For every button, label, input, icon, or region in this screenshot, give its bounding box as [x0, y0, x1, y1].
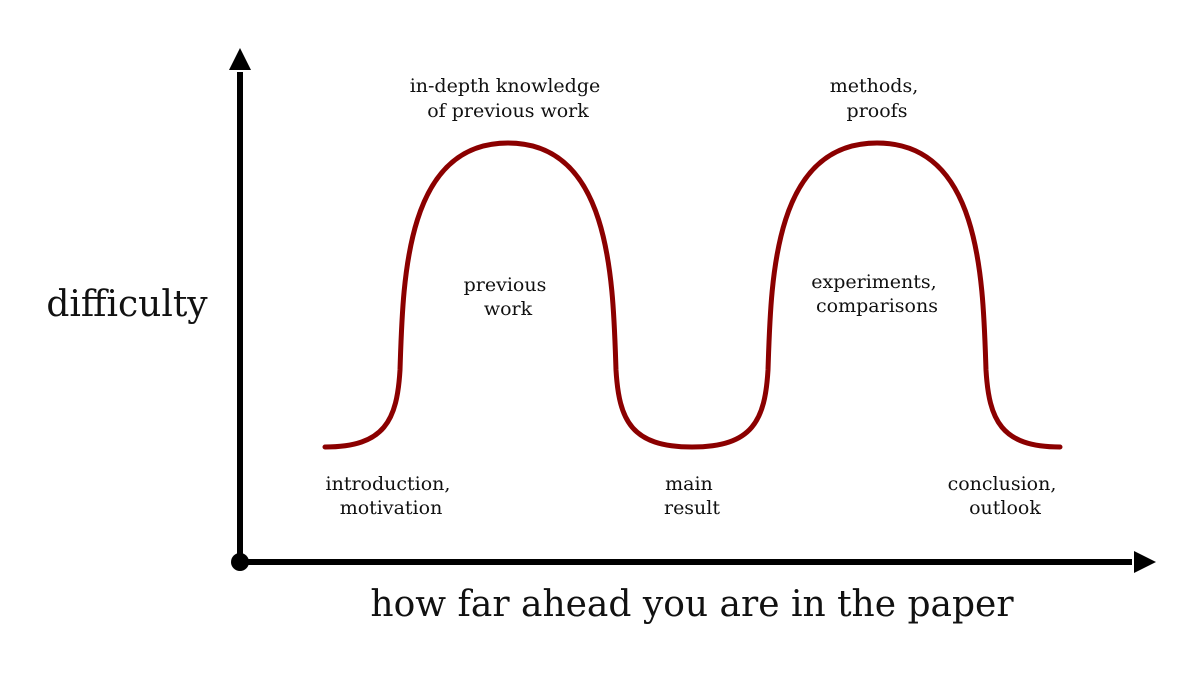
annotation-introduction: introduction, motivation [326, 473, 457, 519]
x-axis-arrow-icon [1134, 551, 1156, 573]
annotation-in-depth-knowledge: in-depth knowledge of previous work [410, 75, 607, 122]
y-axis-arrow-icon [229, 48, 251, 70]
difficulty-curve [322, 140, 1063, 450]
annotation-experiments: experiments, comparisons [811, 271, 943, 317]
annotation-previous-work: previous work [464, 274, 553, 320]
annotation-methods-proofs: methods, proofs [830, 75, 925, 122]
annotation-main-result: main result [664, 473, 720, 519]
origin-dot [231, 553, 249, 571]
y-axis-label: difficulty [46, 284, 208, 325]
annotation-conclusion: conclusion, outlook [948, 473, 1063, 519]
x-axis-label: how far ahead you are in the paper [370, 584, 1014, 625]
